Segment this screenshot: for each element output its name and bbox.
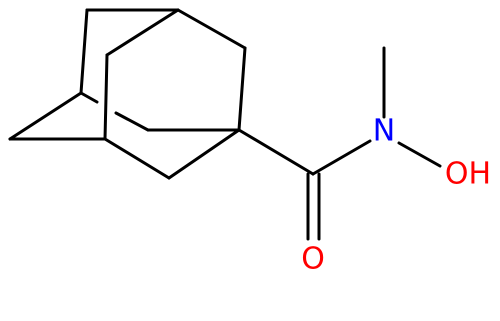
bond-c3-c9b [114,111,150,132]
bond-c3-c8 [8,91,83,141]
bond-c2-c4 [176,8,247,50]
bond-nitrogen-oxygen [397,141,442,168]
nitrogen-label: N [373,114,395,149]
bond-carbonyl-nitrogen [311,139,372,176]
bond-c10-c6 [167,128,241,180]
bond-cage-carbonyl [237,128,315,176]
bond-c3-c9a [79,91,99,104]
bond-c5-c7 [103,53,109,141]
hydroxyl-label: OH [445,157,491,192]
bond-c1-c3 [79,8,89,95]
bond-group [8,8,442,241]
bond-c7-c10 [103,137,171,180]
carbonyl-oxygen-label: O [301,242,325,277]
bond-c4-c6 [237,46,247,132]
bond-c2-c5 [105,8,180,57]
